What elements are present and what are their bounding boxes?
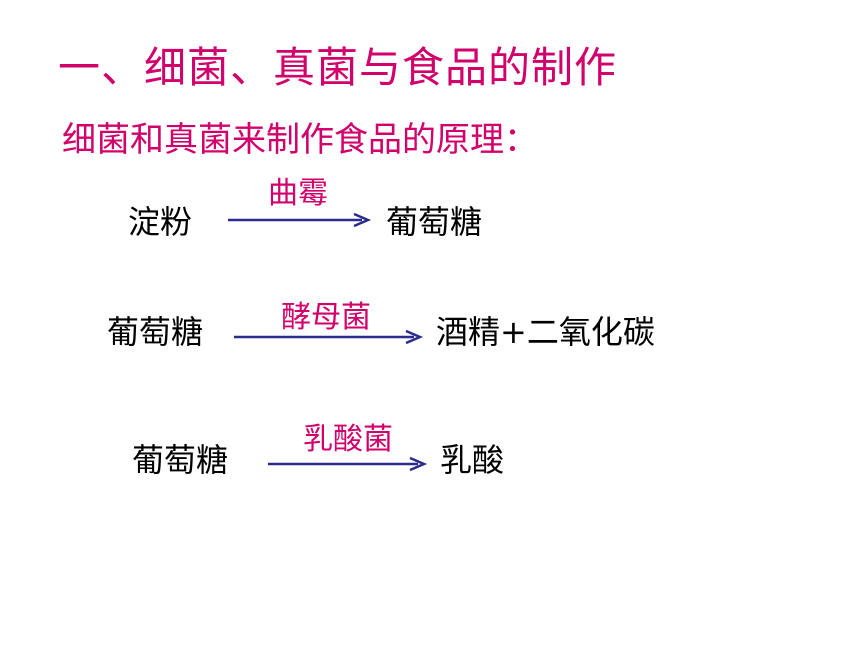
catalyst-label: 酵母菌 xyxy=(281,300,371,335)
product: 酒精+二氧化碳 xyxy=(436,313,655,351)
right-arrow-icon xyxy=(228,212,372,228)
slide-title: 一、细菌、真菌与食品的制作 xyxy=(58,43,618,92)
reactant: 淀粉 xyxy=(128,203,193,241)
right-arrow-icon xyxy=(268,456,428,472)
catalyst-label: 曲霉 xyxy=(268,176,328,211)
product: 葡萄糖 xyxy=(386,203,483,241)
catalyst-label: 乳酸菌 xyxy=(303,422,393,457)
slide-subtitle: 细菌和真菌来制作食品的原理： xyxy=(62,120,538,160)
product: 乳酸 xyxy=(440,441,505,479)
reactant: 葡萄糖 xyxy=(132,441,229,479)
reactant: 葡萄糖 xyxy=(107,313,204,351)
right-arrow-icon xyxy=(234,329,424,345)
